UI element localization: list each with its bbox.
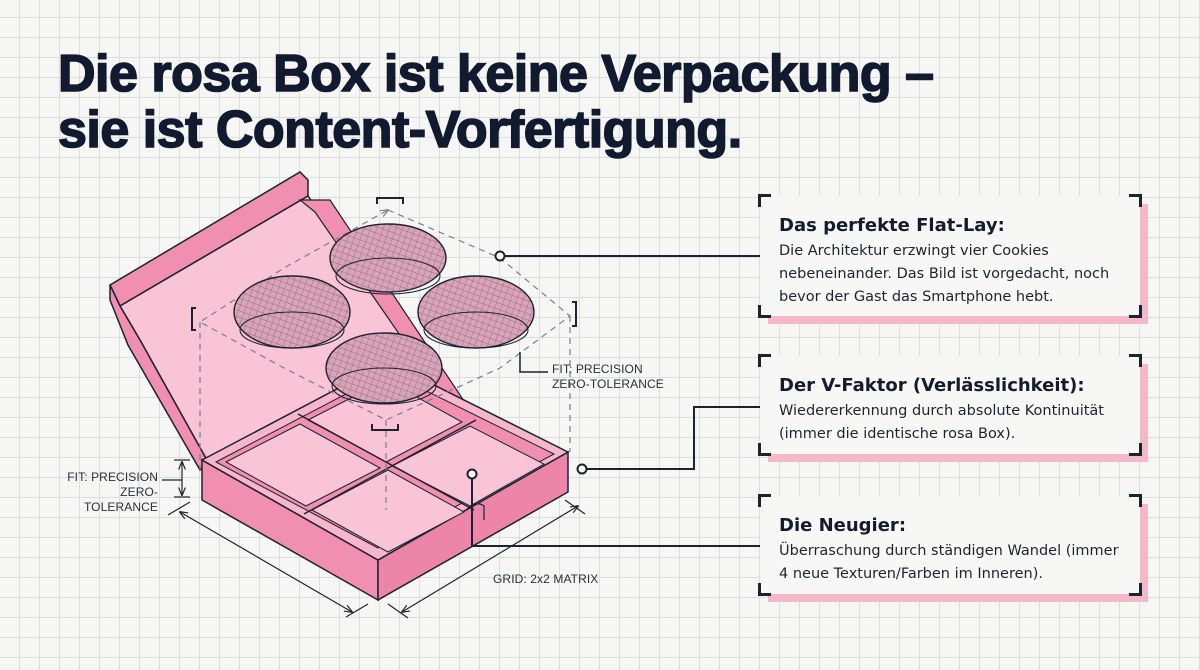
- cookie-top: [329, 223, 447, 295]
- height-dimension: [162, 459, 190, 498]
- corner-bracket-icon: [758, 194, 771, 207]
- callout-connectors: [466, 250, 760, 547]
- alignment-guides: [198, 210, 571, 510]
- card-text: Überraschung durch ständigen Wandel (imm…: [779, 543, 1119, 582]
- fit-label-left-line1: FIT: PRECISION: [67, 470, 158, 484]
- cookie-right: [417, 275, 535, 349]
- title-line-1: Die rosa Box ist keine Verpackung –: [57, 45, 935, 103]
- fit-label-left: FIT: PRECISION ZERO-TOLERANCE: [54, 470, 158, 515]
- width-dimensions: [167, 499, 586, 619]
- fit-label-right: FIT: PRECISION ZERO-TOLERANCE: [552, 362, 664, 392]
- corner-bracket-icon: [758, 354, 771, 367]
- corner-bracket-icon: [1129, 194, 1142, 207]
- corner-bracket-icon: [1129, 305, 1142, 318]
- card-flat-lay: Das perfekte Flat-Lay: Die Architektur e…: [758, 194, 1142, 318]
- corner-bracket-icon: [1129, 583, 1142, 596]
- fit-label-left-line2: ZERO-TOLERANCE: [83, 485, 158, 514]
- card-text: Wiedererkennung durch absolute Kontinuit…: [779, 403, 1104, 442]
- corner-bracket-icon: [1129, 494, 1142, 507]
- card-neugier: Die Neugier: Überraschung durch ständige…: [758, 494, 1142, 596]
- card-heading: Das perfekte Flat-Lay:: [779, 215, 1005, 236]
- card-heading: Der V-Faktor (Verlässlichkeit):: [779, 375, 1085, 396]
- fit-label-right-line1: FIT: PRECISION: [552, 362, 643, 376]
- cookies: [233, 223, 535, 405]
- corner-bracket-icon: [758, 305, 771, 318]
- corner-bracket-icon: [758, 583, 771, 596]
- title-line-2: sie ist Content-Vorfertigung.: [57, 101, 743, 159]
- fit-label-right-line2: ZERO-TOLERANCE: [552, 377, 664, 391]
- fit-brackets: [191, 197, 577, 431]
- grid-label: GRID: 2x2 MATRIX: [493, 572, 599, 586]
- page-title: Die rosa Box ist keine Verpackung – sie …: [57, 45, 935, 159]
- cookie-left: [233, 275, 351, 349]
- card-v-faktor: Der V-Faktor (Verlässlichkeit): Wiederer…: [758, 354, 1142, 456]
- corner-bracket-icon: [758, 494, 771, 507]
- corner-bracket-icon: [758, 443, 771, 456]
- corner-bracket-icon: [1129, 354, 1142, 367]
- card-text: Die Architektur erzwingt vier Cookies ne…: [779, 243, 1110, 305]
- card-heading: Die Neugier:: [779, 515, 907, 536]
- corner-bracket-icon: [1129, 443, 1142, 456]
- cookie-bottom: [325, 332, 443, 405]
